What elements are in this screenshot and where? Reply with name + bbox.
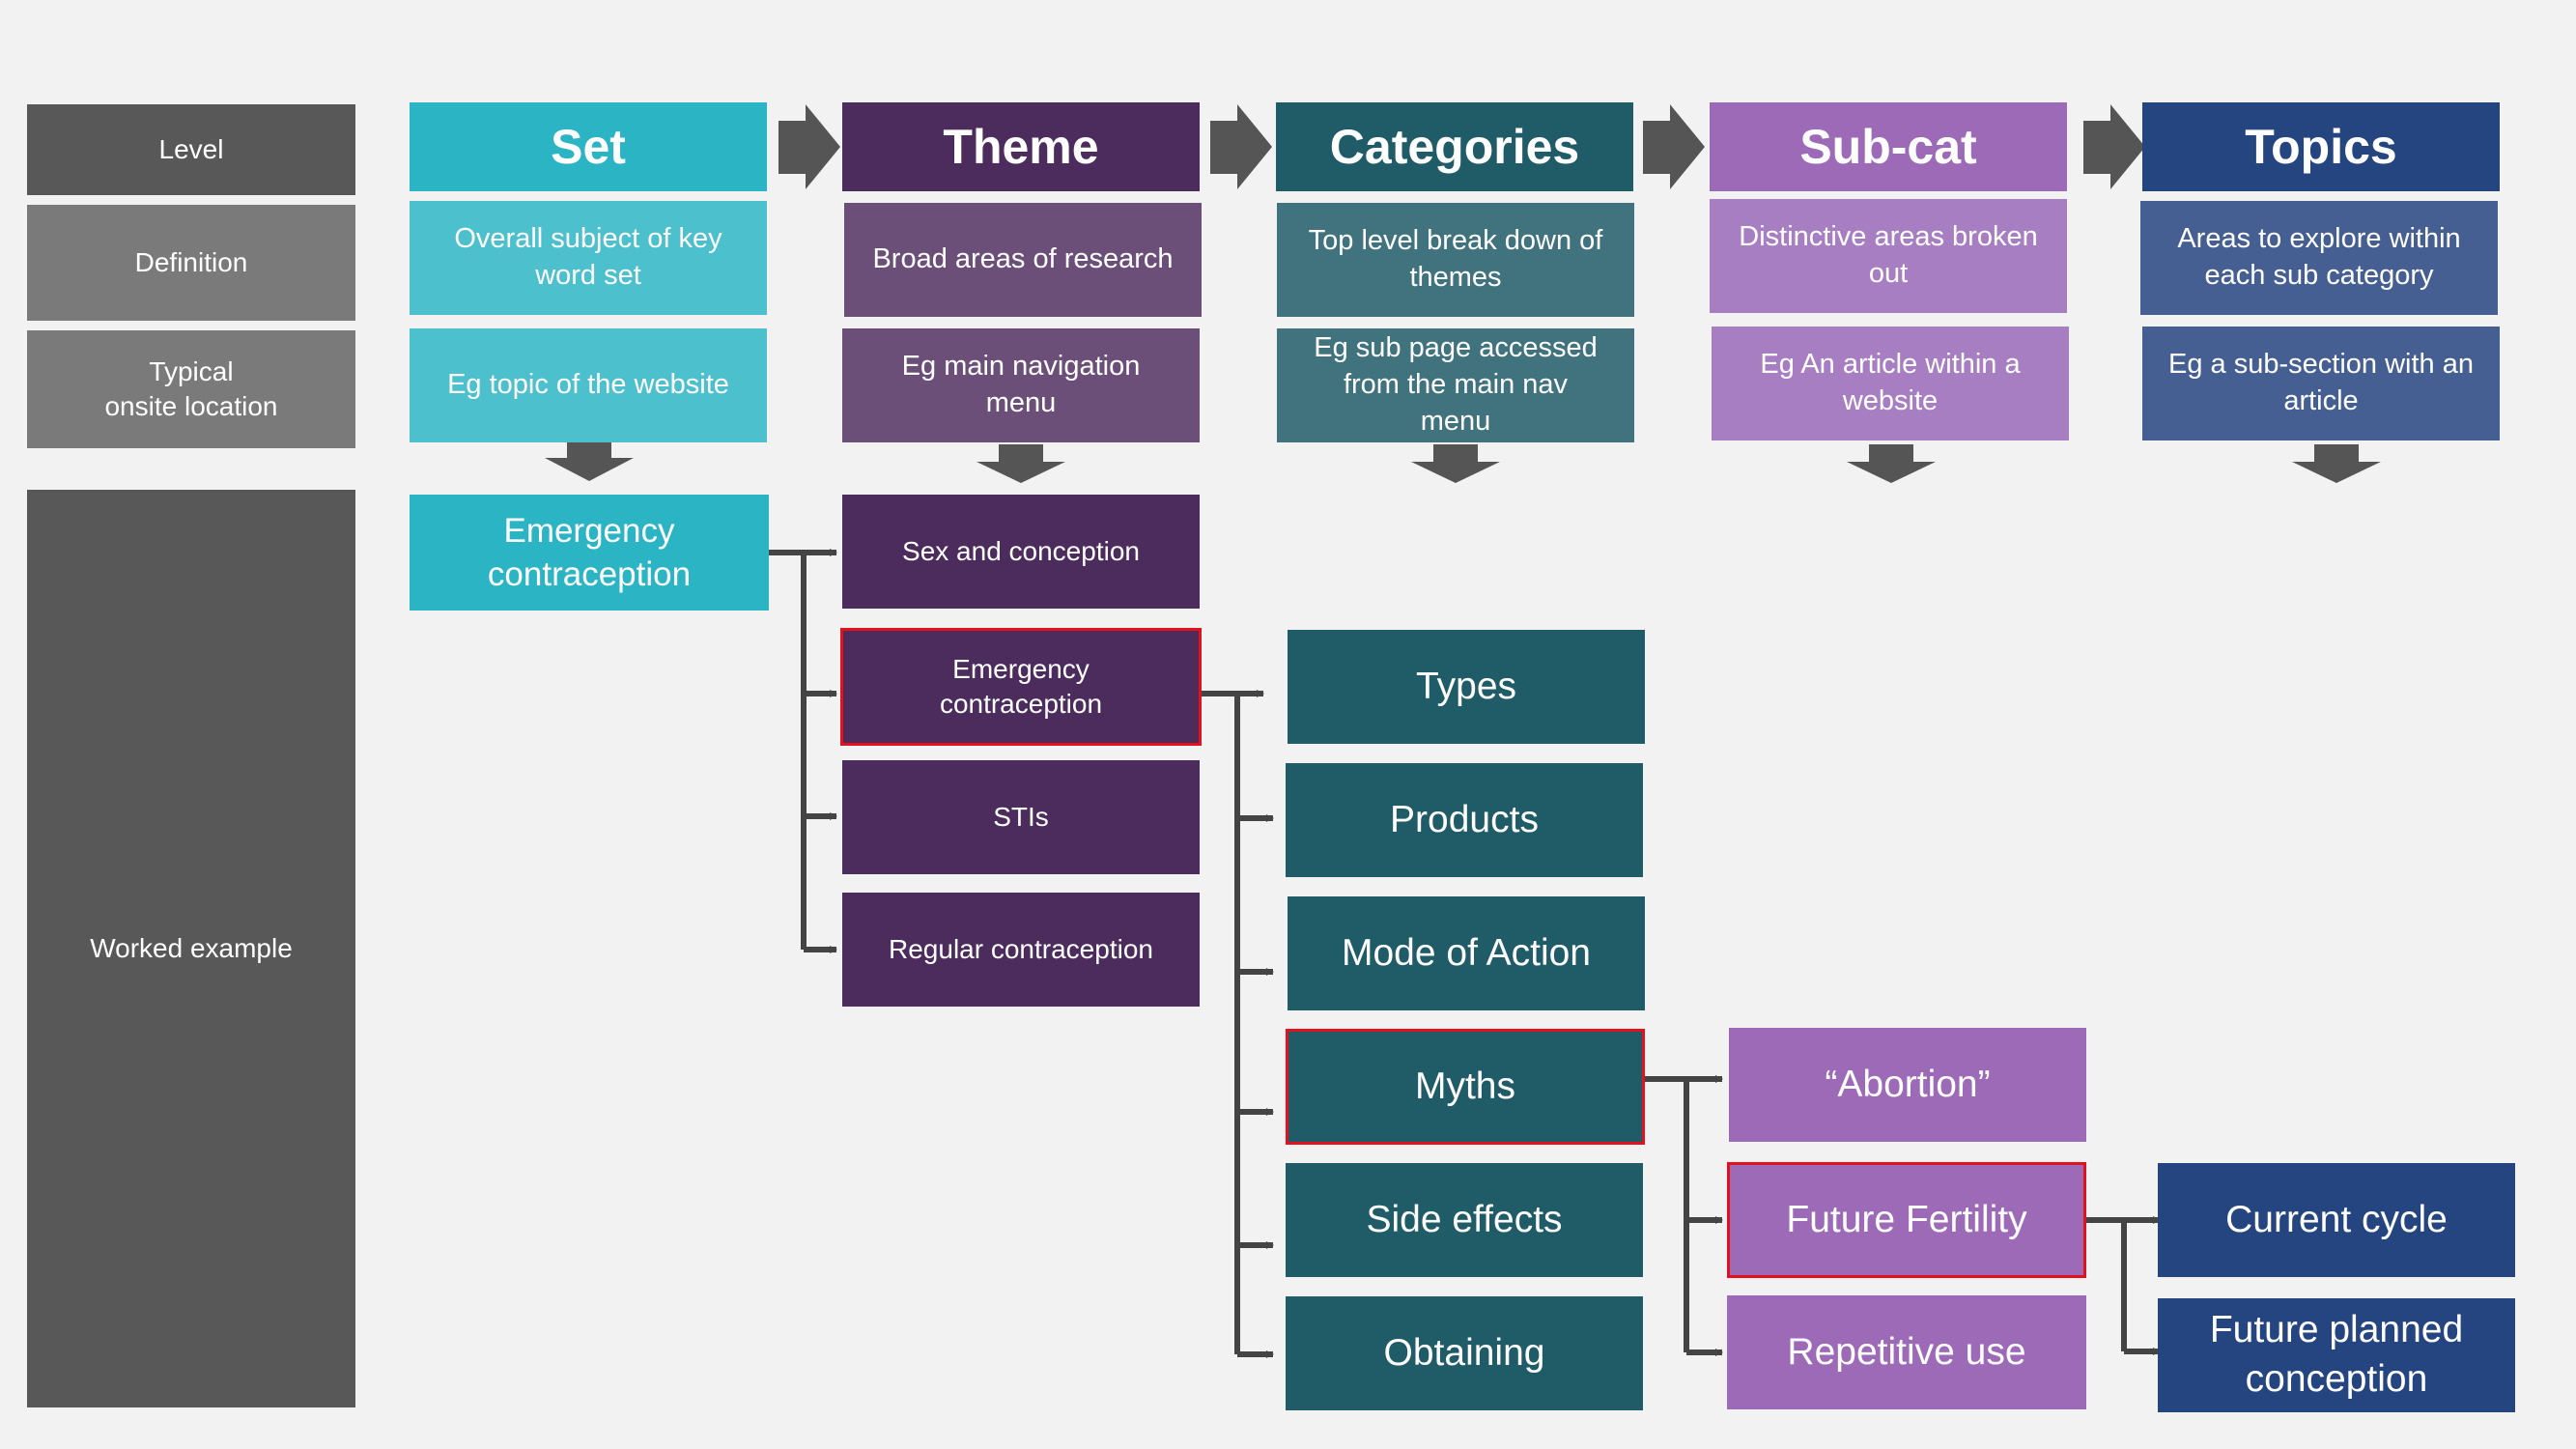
location-topics: Eg a sub-section with an article — [2142, 327, 2500, 440]
level-header-subcat: Sub-cat — [1710, 102, 2067, 191]
definition-set: Overall subject of key word set — [410, 201, 767, 315]
level-header-categories: Categories — [1276, 102, 1633, 191]
example-theme-item: Sex and conception — [842, 495, 1200, 609]
location-theme: Eg main navigation menu — [842, 328, 1200, 442]
row-label-worked-example: Worked example — [27, 490, 355, 1407]
example-subcat-item: “Abortion” — [1729, 1028, 2086, 1142]
level-header-theme: Theme — [842, 102, 1200, 191]
example-subcat-item: Repetitive use — [1727, 1295, 2086, 1409]
definition-topics: Areas to explore within each sub categor… — [2140, 201, 2498, 315]
down-arrow-categories — [1411, 444, 1500, 483]
example-category-item: Types — [1288, 630, 1645, 744]
example-topic-item: Current cycle — [2158, 1163, 2515, 1277]
down-arrow-set — [545, 440, 634, 481]
level-header-topics: Topics — [2142, 102, 2500, 191]
header-arrow-2 — [1210, 104, 1272, 189]
example-category-item: Side effects — [1286, 1163, 1643, 1277]
header-arrow-1 — [778, 104, 840, 189]
down-arrow-theme — [977, 444, 1065, 483]
example-subcat-item-highlighted: Future Fertility — [1727, 1162, 2086, 1278]
location-subcat: Eg An article within a website — [1712, 327, 2069, 440]
down-arrow-topics — [2292, 444, 2381, 483]
header-arrow-3 — [1643, 104, 1705, 189]
example-category-item: Obtaining — [1286, 1296, 1643, 1410]
example-set: Emergency contraception — [410, 495, 769, 611]
example-theme-item-highlighted: Emergency contraception — [840, 628, 1202, 746]
example-theme-item: STIs — [842, 760, 1200, 874]
definition-theme: Broad areas of research — [844, 203, 1202, 317]
level-header-set: Set — [410, 102, 767, 191]
definition-subcat: Distinctive areas broken out — [1710, 199, 2067, 313]
example-topic-item: Future planned conception — [2158, 1298, 2515, 1412]
row-label-location: Typical onsite location — [27, 330, 355, 448]
example-theme-item: Regular contraception — [842, 893, 1200, 1007]
location-categories: Eg sub page accessed from the main nav m… — [1277, 328, 1634, 442]
location-set: Eg topic of the website — [410, 328, 767, 442]
row-label-definition: Definition — [27, 205, 355, 321]
example-category-item: Products — [1286, 763, 1643, 877]
row-label-level: Level — [27, 104, 355, 195]
example-category-item-highlighted: Myths — [1286, 1029, 1645, 1145]
example-category-item: Mode of Action — [1288, 896, 1645, 1010]
header-arrow-4 — [2083, 104, 2145, 189]
definition-categories: Top level break down of themes — [1277, 203, 1634, 317]
down-arrow-subcat — [1847, 444, 1936, 483]
